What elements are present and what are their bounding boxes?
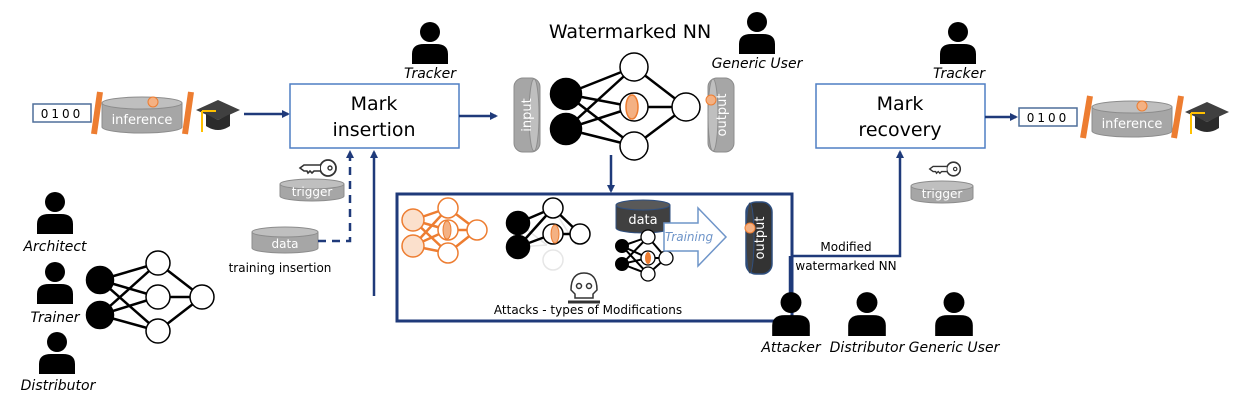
watermarked-nn-title: Watermarked NN — [549, 21, 711, 43]
small-nn-distillation — [615, 229, 674, 282]
attack-data-label: data — [628, 213, 657, 228]
distributor-left-icon — [39, 332, 75, 374]
generic-user-top-label: Generic User — [712, 56, 804, 72]
distributor-bottom-icon — [848, 292, 886, 336]
output-top-label: output — [715, 94, 730, 137]
training-label: Training — [665, 230, 714, 244]
right-output-group: 0100 inference — [1018, 95, 1229, 139]
generic-user-bottom-label: Generic User — [909, 340, 1001, 356]
left-bits-box — [32, 103, 92, 123]
left-bits-text: 0100 — [41, 107, 84, 121]
right-watermark-dot — [1136, 100, 1148, 112]
left-trigger-label: trigger — [292, 185, 333, 199]
left-output-group: 0100 inference — [32, 91, 290, 135]
orange-nn-fine-tuning — [401, 197, 488, 264]
watermark-neuron — [625, 94, 639, 120]
left-orange-bar-2 — [182, 91, 194, 135]
attack-output-dot — [744, 222, 756, 234]
right-bits-text: 0100 — [1027, 111, 1070, 125]
architect-label: Architect — [22, 239, 87, 255]
mark-insertion-line1: Mark — [351, 93, 398, 115]
left-orange-bar-1 — [91, 91, 103, 135]
graduation-cap-icon — [196, 99, 240, 133]
skull-icon — [568, 272, 600, 304]
input-db: input — [513, 77, 541, 153]
modified-label-line1: Modified — [820, 240, 871, 254]
modified-label-line2: watermarked NN — [795, 259, 896, 273]
tracker-left-icon — [412, 22, 448, 64]
mark-recovery-line1: Mark — [877, 93, 924, 115]
left-data-db: data — [251, 226, 319, 254]
mark-insertion-line2: insertion — [332, 119, 415, 141]
generic-user-top-icon — [739, 12, 775, 54]
left-watermark-dot — [147, 96, 159, 108]
key-icon-left — [299, 159, 337, 177]
tracker-left-label: Tracker — [404, 66, 457, 82]
mark-recovery-box[interactable]: Mark recovery — [815, 83, 986, 149]
generic-user-bottom-icon — [935, 292, 973, 336]
left-inference-label: inference — [112, 113, 173, 128]
left-data-label: data — [271, 237, 298, 251]
attack-output-label: output — [753, 217, 768, 260]
trainer-label: Trainer — [31, 310, 81, 326]
right-inference-label: inference — [1102, 117, 1163, 132]
training-arrow — [663, 206, 728, 268]
tracker-right-icon — [940, 22, 976, 64]
modified-nn-connector — [792, 150, 904, 258]
architect-icon — [37, 192, 73, 234]
distributor-left-label: Distributor — [21, 378, 97, 394]
distributor-bottom-label: Distributor — [830, 340, 906, 356]
right-orange-bar-2 — [1171, 95, 1184, 139]
output-db-top: output — [705, 77, 735, 153]
key-icon-right — [928, 161, 962, 177]
left-trigger-db: trigger — [279, 178, 345, 202]
right-orange-bar-1 — [1080, 95, 1093, 139]
attack-data-db: data — [615, 199, 671, 234]
pruned-nn — [505, 197, 591, 271]
output-watermark-dot — [705, 94, 717, 106]
input-label: input — [520, 98, 535, 131]
attacker-label: Attacker — [760, 340, 822, 356]
right-trigger-db: trigger — [910, 180, 974, 204]
attack-output-db: output — [744, 201, 773, 275]
trainer-icon — [37, 262, 73, 304]
training-insertion-caption: training insertion — [229, 261, 332, 275]
trainer-neural-network — [85, 250, 215, 344]
mark-recovery-line2: recovery — [858, 119, 941, 141]
right-inference-db: inference — [1091, 100, 1173, 138]
tracker-right-label: Tracker — [933, 66, 986, 82]
right-bits-box — [1018, 107, 1078, 127]
left-inference-db: inference — [101, 96, 183, 134]
watermarked-neural-network — [549, 52, 701, 161]
attacks-caption: Attacks - types of Modifications — [494, 303, 682, 317]
graduation-cap-icon-right — [1185, 101, 1229, 135]
attacks-box — [395, 192, 794, 323]
mark-insertion-box[interactable]: Mark insertion — [289, 83, 460, 149]
right-trigger-label: trigger — [922, 187, 963, 201]
dashed-arrow-data-to-insertion — [318, 150, 354, 243]
